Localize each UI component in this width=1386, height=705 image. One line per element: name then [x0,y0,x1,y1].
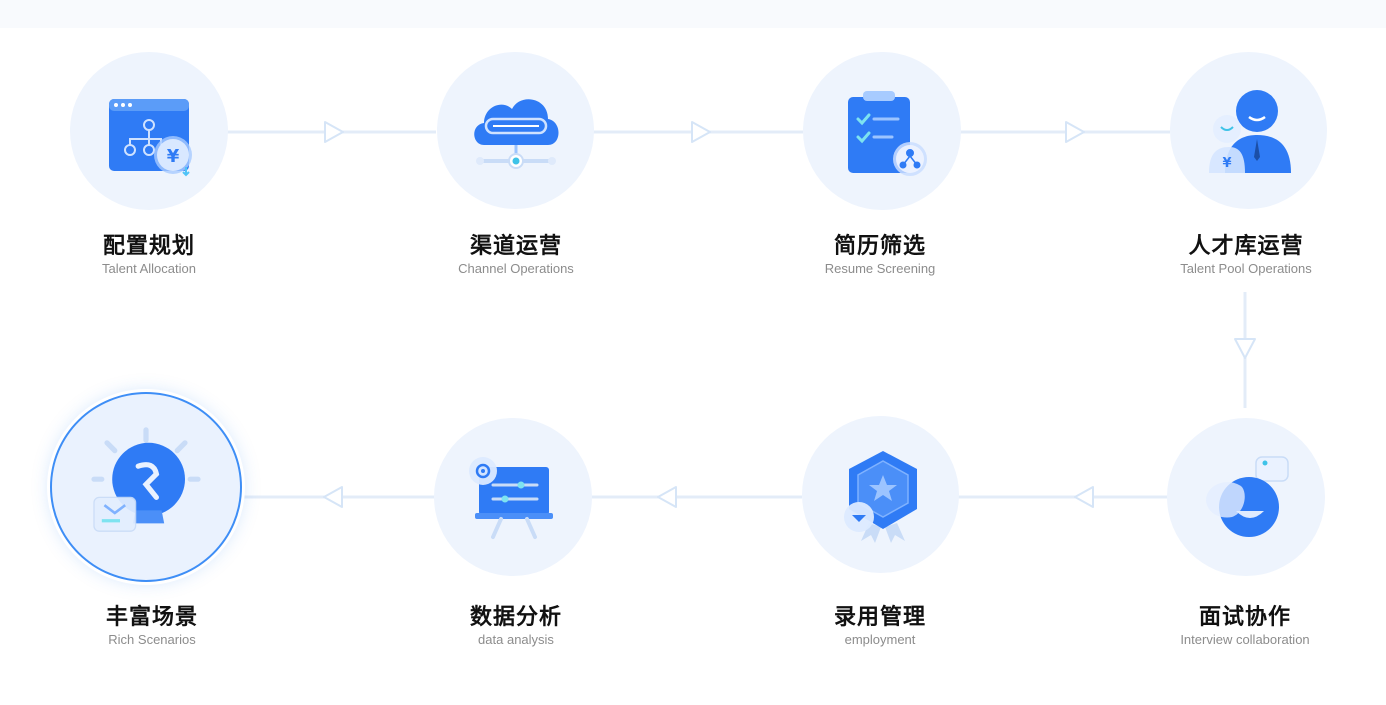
step-title: 配置规划 [102,234,195,259]
step-title: 人才库运营 [1188,234,1304,259]
step-subtitle: Talent Pool Operations [1180,261,1312,276]
step-resume-screening[interactable] [803,52,961,210]
step-subtitle: Talent Allocation [102,261,196,276]
svg-text:¥: ¥ [1222,156,1231,171]
arrow-left-1 [1074,486,1094,508]
step-rich-scenarios[interactable] [50,392,242,582]
top-band [0,0,1386,28]
step-title: 录用管理 [833,605,926,630]
step-title: 简历筛选 [833,234,926,259]
step-subtitle: Channel Operations [458,261,574,276]
step-title: 渠道运营 [469,234,562,259]
step-channel-operations[interactable] [437,52,594,209]
arrow-right-3 [1065,121,1085,143]
step-talent-pool-operations[interactable]: ¥ [1170,52,1327,209]
cloud-icon [473,98,558,169]
clipboard-checklist-icon [848,91,927,176]
step-subtitle: Interview collaboration [1180,632,1310,647]
svg-text:¥: ¥ [167,146,180,167]
badge-star-icon [843,450,917,543]
step-interview-collaboration[interactable] [1167,418,1325,576]
org-chart-icon: ¥ [109,99,192,177]
step-subtitle: Rich Scenarios [108,632,196,647]
step-subtitle: data analysis [478,632,554,647]
step-talent-allocation[interactable]: ¥ [70,52,228,210]
step-subtitle: employment [844,632,916,647]
arrow-right-1 [324,121,344,143]
step-title: 面试协作 [1198,605,1291,630]
chat-bubble-icon [1206,456,1289,537]
lightbulb-icon [91,427,201,532]
person-icon: ¥ [1208,89,1291,173]
step-title: 数据分析 [469,605,562,630]
step-employment[interactable] [802,416,959,573]
presentation-board-icon [469,457,553,539]
arrow-left-2 [657,486,677,508]
step-subtitle: Resume Screening [824,261,936,276]
step-title: 丰富场景 [105,605,198,630]
arrow-left-3 [323,486,343,508]
arrow-right-2 [691,121,711,143]
step-data-analysis[interactable] [434,418,592,576]
arrow-down [1234,338,1256,359]
